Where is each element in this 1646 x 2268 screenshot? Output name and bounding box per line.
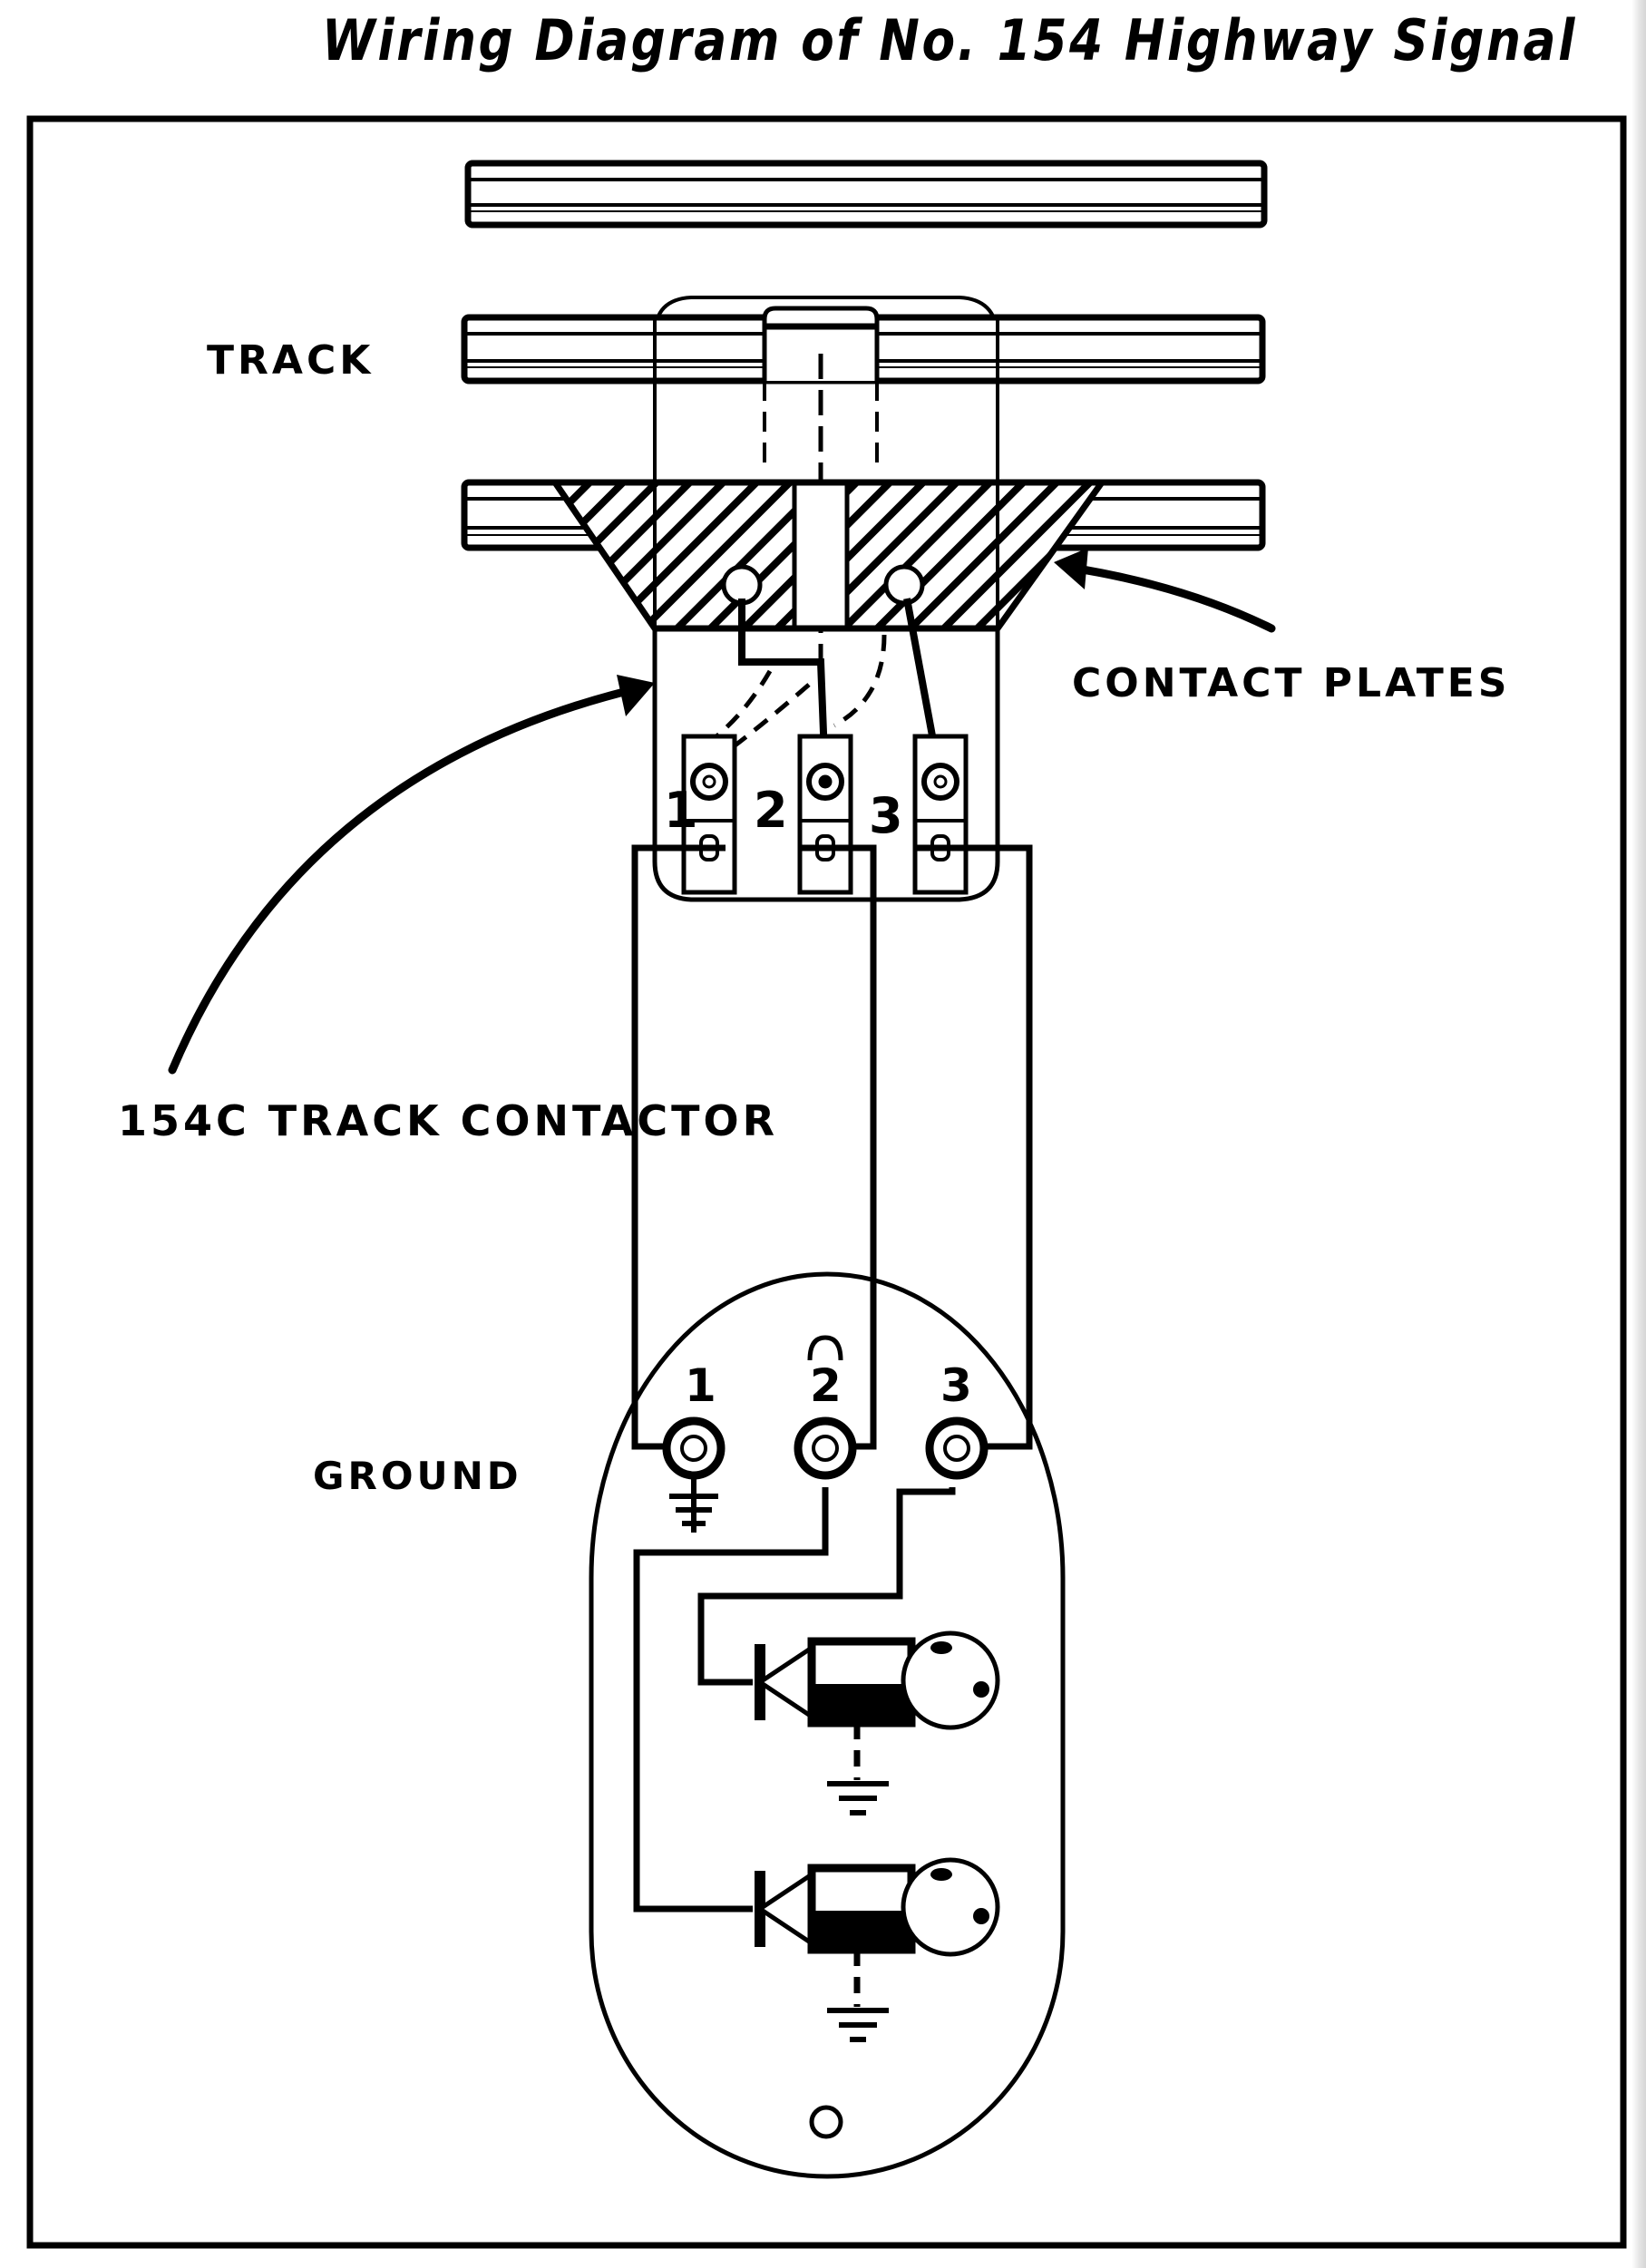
lamps — [755, 1630, 1000, 2042]
mounting-hook-icon — [807, 1335, 843, 1361]
plate-rivet-right — [883, 564, 925, 606]
page-edge-shadow — [1631, 0, 1646, 2268]
contactor-terminal-label-2: 2 — [754, 782, 788, 839]
signal-terminal-label-1: 1 — [685, 1359, 716, 1412]
contactor-terminals — [681, 734, 969, 895]
ground-symbol-icon — [827, 1781, 889, 1815]
signal-terminal-1 — [662, 1416, 726, 1480]
label-track: TRACK — [207, 337, 374, 384]
lead-1 — [631, 844, 726, 1450]
contact-plates — [549, 479, 1108, 632]
plate-rivet-left — [721, 564, 763, 606]
contactor-terminal-2 — [797, 734, 853, 895]
signal-terminal-2 — [794, 1416, 857, 1480]
signal-terminal-3 — [925, 1416, 989, 1480]
signal-housing — [589, 1271, 1066, 2179]
signal-internal-wiring — [633, 1487, 956, 1913]
contactor-terminal-label-3: 3 — [869, 787, 903, 844]
bulb-icon — [901, 1630, 1000, 1730]
ground-symbol-icon — [827, 2008, 889, 2042]
contactor-terminal-label-1: 1 — [664, 782, 698, 839]
signal-terminal-label-3: 3 — [940, 1359, 972, 1412]
rail-outer — [464, 160, 1268, 229]
callout-arrow-contact-plates — [1054, 548, 1276, 633]
lead-3 — [916, 844, 1033, 1450]
bulb-icon — [901, 1857, 1000, 1957]
signal-leads — [631, 844, 1033, 1450]
label-track-contactor: 154C TRACK CONTACTOR — [118, 1096, 778, 1145]
contactor-terminal-3 — [912, 734, 969, 895]
mounting-hole — [809, 2105, 843, 2139]
wire-terminal-2-to-lower-lamp — [633, 1487, 829, 1913]
lead-2 — [798, 844, 877, 1450]
contactor-body — [652, 628, 1000, 902]
diagram-frame — [26, 115, 1627, 2249]
callout-arrow-track-contactor — [168, 675, 655, 1075]
ground-symbol-terminal-1 — [669, 1474, 718, 1533]
label-ground: GROUND — [313, 1454, 522, 1498]
wire-terminal-3-to-upper-lamp — [697, 1487, 956, 1686]
contactor-terminal-1 — [681, 734, 737, 895]
signal-terminal-label-2: 2 — [810, 1359, 842, 1412]
upper-lamp — [755, 1630, 1000, 1815]
lower-lamp — [755, 1857, 1000, 2042]
signal-terminals — [662, 1416, 989, 1480]
label-contact-plates: CONTACT PLATES — [1072, 660, 1510, 706]
